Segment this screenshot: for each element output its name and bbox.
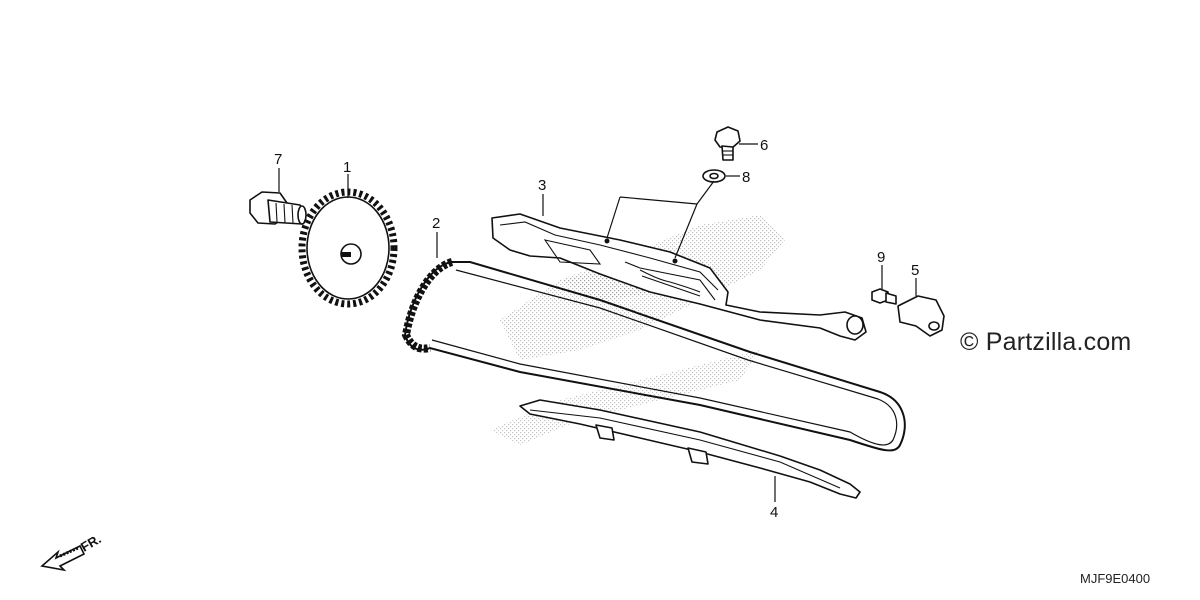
callout-1: 1	[343, 159, 351, 176]
cam-sprocket-part-1[interactable]	[298, 188, 398, 308]
callout-7: 7	[274, 151, 282, 168]
chain-guide-part-4[interactable]	[519, 399, 861, 499]
front-direction-arrow: FR.	[40, 531, 104, 572]
plate-part-5[interactable]	[897, 295, 945, 337]
callout-9: 9	[877, 249, 885, 266]
diagram-code: MJF9E0400	[1080, 571, 1151, 586]
cam-chain-part-2[interactable]	[401, 258, 906, 452]
bolt-part-6[interactable]	[714, 126, 741, 161]
callout-4: 4	[770, 504, 778, 521]
small-bolt-part-9[interactable]	[871, 288, 897, 305]
tensioner-arm-part-3[interactable]	[491, 213, 867, 341]
callout-2: 2	[432, 215, 440, 232]
partzilla-watermark: © Partzilla.com	[960, 328, 1132, 356]
callout-5: 5	[911, 262, 919, 279]
washer-part-8[interactable]	[702, 169, 726, 183]
flange-bolt-part-7[interactable]	[249, 191, 307, 225]
callout-6: 6	[760, 137, 768, 154]
callout-labels: 7 1 2 3 6 8 9 5 4	[274, 137, 919, 521]
leader-lines	[278, 143, 917, 502]
callout-3: 3	[538, 177, 546, 194]
callout-8: 8	[742, 169, 750, 186]
